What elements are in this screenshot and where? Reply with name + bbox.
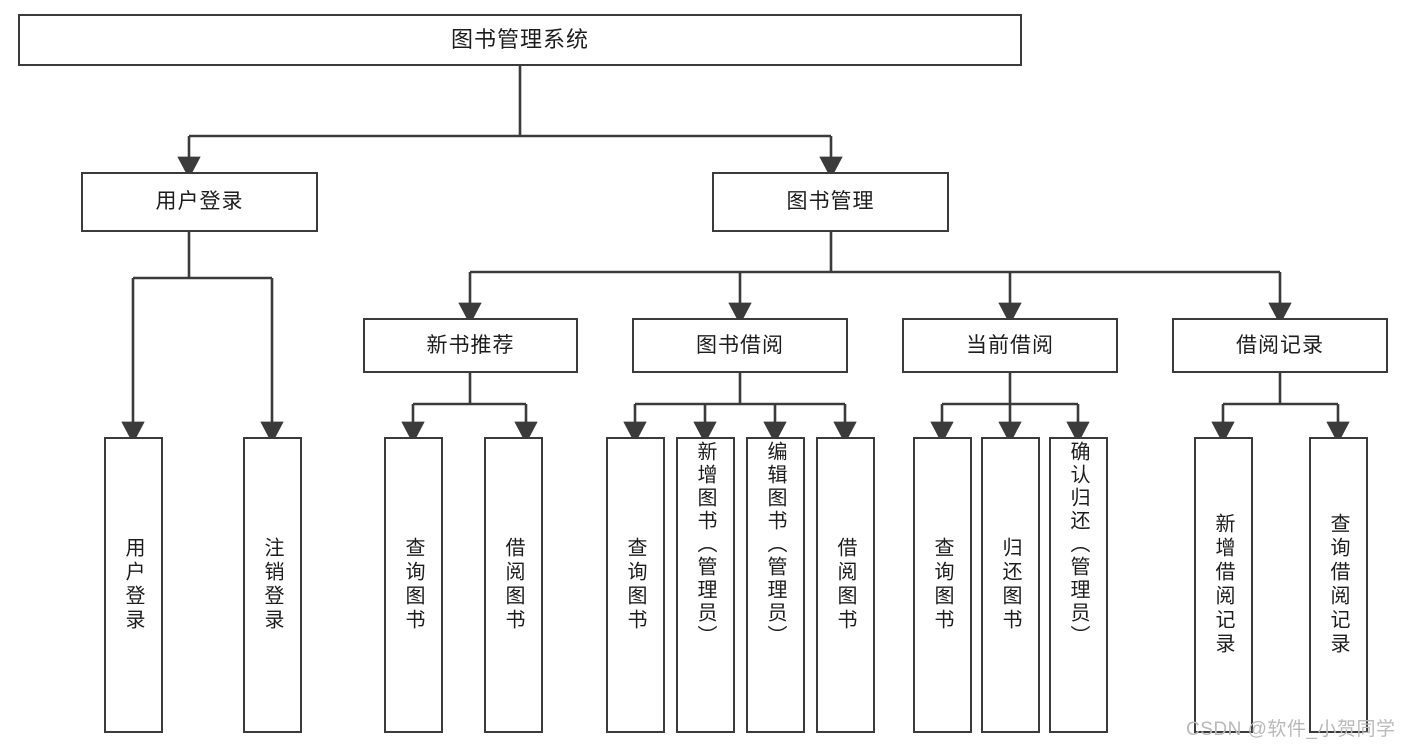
node-label: 查询图书 [624, 537, 646, 633]
node-label: 注销登录 [261, 537, 283, 633]
node-label: 用户登录 [155, 190, 244, 214]
node-label: 新增图书（管理员） [694, 441, 716, 648]
node-label: 图书借阅 [696, 333, 784, 357]
node-new-book-recommend[interactable]: 新书推荐 [363, 318, 578, 373]
node-label: 用户登录 [122, 537, 144, 633]
node-user-login[interactable]: 用户登录 [81, 172, 318, 232]
node-leaf-query-borrow-record[interactable]: 查询借阅记录 [1309, 437, 1368, 733]
node-label: 归还图书 [999, 537, 1021, 633]
node-leaf-return-book[interactable]: 归还图书 [981, 437, 1040, 733]
node-leaf-confirm-return-admin[interactable]: 确认归还（管理员） [1049, 437, 1108, 733]
node-label: 借阅图书 [502, 537, 524, 633]
node-label: 新书推荐 [426, 333, 515, 357]
node-leaf-borrow-book[interactable]: 借阅图书 [816, 437, 875, 733]
node-label: 图书管理系统 [450, 26, 589, 52]
node-leaf-user-logout[interactable]: 注销登录 [243, 437, 302, 733]
node-label: 查询借阅记录 [1327, 513, 1349, 657]
node-label: 确认归还（管理员） [1067, 441, 1089, 648]
node-leaf-edit-book-admin[interactable]: 编辑图书（管理员） [746, 437, 805, 733]
node-leaf-user-login[interactable]: 用户登录 [104, 437, 163, 733]
node-leaf-query-book-current[interactable]: 查询图书 [913, 437, 972, 733]
node-label: 查询图书 [402, 537, 424, 633]
node-label: 编辑图书（管理员） [764, 441, 786, 648]
node-leaf-query-book-borrow[interactable]: 查询图书 [606, 437, 665, 733]
node-book-borrow[interactable]: 图书借阅 [632, 318, 848, 373]
node-leaf-query-book-recommend[interactable]: 查询图书 [384, 437, 443, 733]
node-current-borrow[interactable]: 当前借阅 [902, 318, 1118, 373]
node-label: 查询图书 [931, 537, 953, 633]
node-label: 当前借阅 [966, 333, 1054, 357]
node-borrow-record[interactable]: 借阅记录 [1172, 318, 1388, 373]
node-label: 借阅图书 [834, 537, 856, 633]
node-label: 图书管理 [786, 190, 875, 214]
node-leaf-add-borrow-record[interactable]: 新增借阅记录 [1194, 437, 1253, 733]
node-label: 新增借阅记录 [1212, 513, 1234, 657]
csdn-watermark: CSDN @软件_小贺同学 [1186, 719, 1396, 740]
node-root-library-system[interactable]: 图书管理系统 [18, 14, 1022, 66]
node-leaf-borrow-book-recommend[interactable]: 借阅图书 [484, 437, 543, 733]
node-leaf-add-book-admin[interactable]: 新增图书（管理员） [676, 437, 735, 733]
node-label: 借阅记录 [1236, 333, 1324, 357]
node-book-management[interactable]: 图书管理 [712, 172, 949, 232]
